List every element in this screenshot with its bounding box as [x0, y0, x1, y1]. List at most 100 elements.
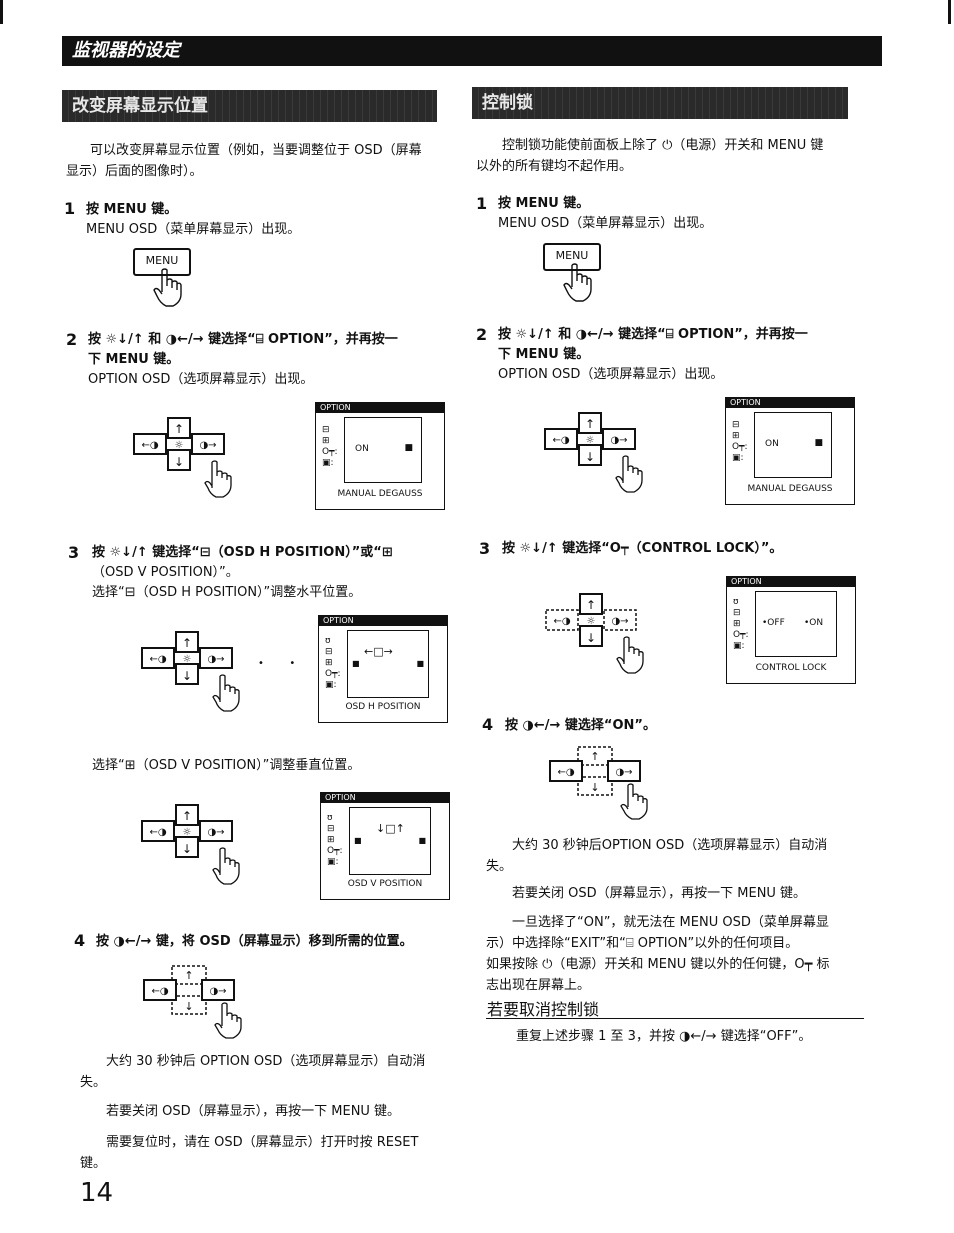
svg-text:◑→: ◑→ — [209, 986, 226, 997]
crop-mark-right — [948, 0, 951, 24]
cancel-text: 重复上述步骤 1 至 3，并按 ◑←/→ 键选择“OFF”。 — [516, 1029, 812, 1044]
osd-title: OPTION — [319, 616, 447, 626]
osd-caption: OSD V POSITION — [347, 879, 423, 889]
left-intro: 可以改变屏幕显示位置（例如，当要调整位于 OSD（屏幕 显示）后面的图像时）。 — [66, 143, 422, 179]
svg-text:←◑: ←◑ — [553, 616, 570, 627]
control-pad-icon: ↑ ↓ ←◑ ◑→ ☼ — [545, 593, 644, 674]
svg-text:↓: ↓ — [590, 781, 599, 794]
osd-caption: OSD H POSITION — [345, 702, 421, 712]
svg-text:←◑: ←◑ — [557, 767, 574, 778]
svg-text:☼: ☼ — [587, 616, 596, 627]
osd-setting-panel: •OFF •ON — [755, 591, 837, 657]
right-notes: 大约 30 秒钟后OPTION OSD（选项屏幕显示）自动消 失。 若要关闭 O… — [486, 838, 830, 993]
heading-rule — [486, 1018, 864, 1019]
osd-icon-column: ⊟⊞O┯:▣: — [732, 420, 748, 463]
left-section-title: 改变屏幕显示位置 — [62, 90, 437, 122]
svg-text:☼: ☼ — [183, 654, 192, 665]
svg-text:←◑: ←◑ — [552, 435, 569, 446]
left-osd-h-position: OPTION ʊ⊟⊞O┯:▣: ←□→ ■ ■ OSD H POSITION — [318, 615, 448, 723]
svg-text:←◑: ←◑ — [149, 654, 166, 665]
svg-text:↓: ↓ — [586, 631, 596, 645]
svg-text:◑→: ◑→ — [199, 440, 216, 451]
page-number: 14 — [80, 1178, 114, 1208]
right-step1-text: 按 MENU 键。 MENU OSD（菜单屏幕显示）出现。 — [498, 196, 713, 231]
osd-title: OPTION — [727, 577, 855, 587]
svg-text:◑→: ◑→ — [615, 767, 632, 778]
osd-caption: CONTROL LOCK — [755, 663, 827, 673]
osd-marker-icon: ■ — [814, 438, 823, 448]
svg-text:↑: ↑ — [585, 417, 595, 431]
lock-off-option: •OFF — [762, 618, 785, 628]
svg-text:↑: ↑ — [586, 598, 596, 612]
control-pad-icon: ↑ ↓ ←◑ ◑→ ☼ — [544, 412, 643, 493]
right-osd-control-lock: OPTION ʊ⊟⊞O┯:▣: •OFF •ON CONTROL LOCK — [726, 576, 856, 684]
svg-text:←◑: ←◑ — [151, 986, 168, 997]
lock-on-option: •ON — [804, 618, 824, 628]
cancel-heading: 若要取消控制锁 — [487, 1000, 600, 1019]
left-step2-number: 2 — [66, 330, 78, 349]
h-position-icon: ←□→ — [364, 645, 393, 658]
osd-title: OPTION — [726, 398, 854, 408]
svg-text:↑: ↑ — [184, 969, 193, 982]
control-pad-icon: ↑ ↓ ←◑ ◑→ ☼ — [141, 631, 240, 712]
svg-text:☼: ☼ — [586, 435, 595, 446]
control-pad-icon: ↑ ↓ ←◑ ◑→ — [549, 746, 648, 820]
right-step4-text: 按 ◑←/→ 键选择“ON”。 — [505, 718, 656, 733]
svg-text:☼: ☼ — [175, 440, 184, 451]
svg-text:↑: ↑ — [182, 636, 192, 650]
osd-setting-panel: ↓□↑ ■ ■ — [349, 807, 431, 875]
left-step4-number: 4 — [74, 931, 86, 950]
osd-value: ON — [355, 444, 369, 454]
right-step1-number: 1 — [476, 194, 488, 213]
right-osd-option: OPTION ⊟⊞O┯:▣: ON ■ MANUAL DEGAUSS — [725, 397, 855, 505]
svg-text:☼: ☼ — [183, 827, 192, 838]
right-step3-text: 按 ☼↓/↑ 键选择“O┯（CONTROL LOCK）”。 — [502, 541, 783, 556]
left-step4-text: 按 ◑←/→ 键，将 OSD（屏幕显示）移到所需的位置。 — [96, 934, 413, 949]
svg-text:↑: ↑ — [590, 750, 599, 763]
svg-text:←◑: ←◑ — [141, 440, 158, 451]
control-pad-icon: ↑ ↓ ←◑ ◑→ ☼ — [133, 417, 232, 498]
osd-title: OPTION — [321, 793, 449, 803]
left-osd-v-position: OPTION ʊ⊟⊞O┯:▣: ↓□↑ ■ ■ OSD V POSITION — [320, 792, 450, 900]
osd-icon-column: ʊ⊟⊞O┯:▣: — [733, 597, 749, 651]
svg-text:◑→: ◑→ — [207, 827, 224, 838]
osd-setting-panel: ON ■ — [754, 412, 832, 478]
dot-separator: • • — [258, 658, 296, 669]
control-pad-icon: ↑ ↓ ←◑ ◑→ ☼ — [141, 804, 240, 885]
svg-text:◑→: ◑→ — [610, 435, 627, 446]
osd-icon-column: ⊟⊞O┯:▣: — [322, 425, 338, 468]
left-notes: 大约 30 秒钟后 OPTION OSD（选项屏幕显示）自动消 失。 若要关闭 … — [80, 1054, 426, 1171]
svg-text:◑→: ◑→ — [611, 616, 628, 627]
left-step2-text: 按 ☼↓/↑ 和 ◑←/→ 键选择“⌸ OPTION”，并再按一 下 MENU … — [88, 332, 398, 387]
left-step1-text: 按 MENU 键。 MENU OSD（菜单屏幕显示）出现。 — [86, 202, 301, 237]
left-step3-text: 按 ☼↓/↑ 键选择“⊟（OSD H POSITION）”或“⊞ （OSD V … — [92, 545, 393, 600]
v-position-icon: ↓□↑ — [376, 822, 405, 835]
svg-text:←◑: ←◑ — [149, 827, 166, 838]
svg-text:↓: ↓ — [182, 669, 192, 683]
crop-mark-left — [0, 0, 3, 24]
svg-text:↑: ↑ — [182, 809, 192, 823]
left-v-position-text: 选择“⊞（OSD V POSITION）”调整垂直位置。 — [92, 758, 361, 773]
right-intro: 控制锁功能使前面板上除了 ⏻（电源）开关和 MENU 键 以外的所有键均不起作用… — [476, 138, 824, 174]
osd-setting-panel: ←□→ ■ ■ — [347, 630, 429, 698]
osd-marker-icon: ■ — [404, 443, 413, 453]
right-step2-text: 按 ☼↓/↑ 和 ◑←/→ 键选择“⌸ OPTION”，并再按一 下 MENU … — [498, 327, 808, 382]
osd-value: ON — [765, 439, 779, 449]
left-step3-number: 3 — [68, 543, 80, 562]
left-step1-number: 1 — [64, 199, 76, 218]
right-menu-button[interactable]: MENU — [543, 243, 601, 271]
osd-title: OPTION — [316, 403, 444, 413]
hand-pointer-icon — [153, 268, 182, 307]
page-header: 监视器的设定 — [62, 36, 882, 66]
osd-caption: MANUAL DEGAUSS — [337, 489, 423, 499]
right-step4-number: 4 — [482, 715, 494, 734]
control-pad-icon: ↑ ↓ ←◑ ◑→ — [143, 965, 242, 1039]
osd-icon-column: ʊ⊟⊞O┯:▣: — [327, 813, 343, 867]
osd-icon-column: ʊ⊟⊞O┯:▣: — [325, 636, 341, 690]
osd-setting-panel: ON ■ — [344, 417, 422, 483]
right-section-title: 控制锁 — [472, 87, 848, 119]
svg-text:↓: ↓ — [585, 450, 595, 464]
hand-pointer-icon — [563, 263, 592, 302]
svg-text:◑→: ◑→ — [207, 654, 224, 665]
left-osd-option: OPTION ⊟⊞O┯:▣: ON ■ MANUAL DEGAUSS — [315, 402, 445, 510]
